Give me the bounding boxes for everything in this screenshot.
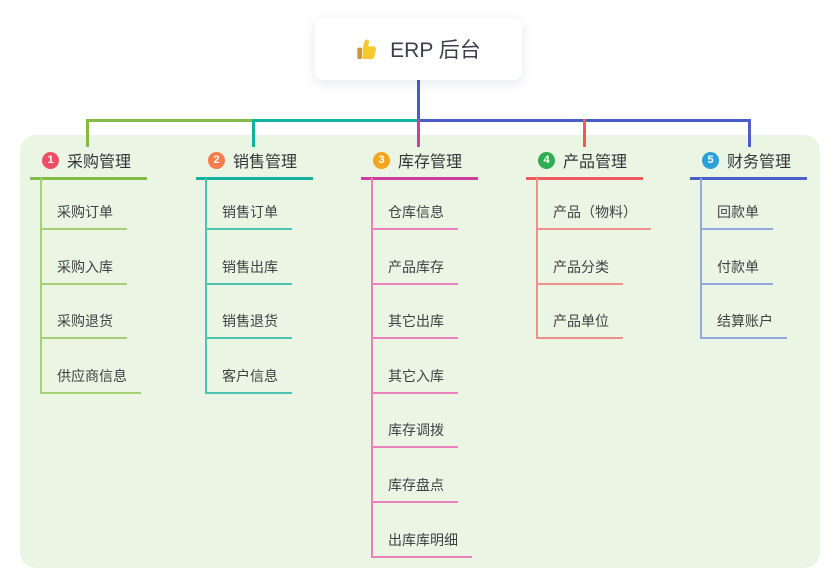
- drop-line-branch-2: [252, 119, 255, 147]
- bus-line-branch-2: [252, 119, 418, 122]
- bus-line-branch-1: [86, 119, 254, 122]
- leaf-node[interactable]: 产品分类: [536, 255, 623, 285]
- branch-node-product[interactable]: 4 产品管理: [526, 146, 643, 180]
- leaf-node[interactable]: 回款单: [700, 200, 773, 230]
- drop-line-branch-3: [417, 119, 420, 147]
- drop-line-branch-5: [748, 119, 751, 147]
- leaf-node[interactable]: 供应商信息: [40, 364, 141, 394]
- branch-node-purchase[interactable]: 1 采购管理: [30, 146, 147, 180]
- leaf-node[interactable]: 采购订单: [40, 200, 127, 230]
- thumbs-up-icon: [356, 37, 380, 61]
- branch-node-finance[interactable]: 5 财务管理: [690, 146, 807, 180]
- children-rail-sales: [205, 178, 207, 394]
- leaf-node[interactable]: 其它入库: [371, 364, 458, 394]
- leaf-node[interactable]: 结算账户: [700, 309, 787, 339]
- children-rail-inventory: [371, 178, 373, 558]
- leaf-node[interactable]: 出库库明细: [371, 528, 472, 558]
- leaf-node[interactable]: 付款单: [700, 255, 773, 285]
- branch-label: 采购管理: [67, 154, 132, 171]
- root-connector-line: [417, 80, 420, 121]
- leaf-node[interactable]: 销售退货: [205, 309, 292, 339]
- drop-line-branch-1: [86, 119, 89, 147]
- leaf-node[interactable]: 库存盘点: [371, 473, 458, 503]
- leaf-node[interactable]: 库存调拨: [371, 418, 458, 448]
- leaf-node[interactable]: 产品单位: [536, 309, 623, 339]
- branch-label: 产品管理: [563, 154, 628, 171]
- mindmap-background-panel: [20, 135, 820, 568]
- branch-badge-3: 3: [373, 151, 390, 169]
- branch-badge-5: 5: [702, 151, 719, 169]
- leaf-node[interactable]: 采购入库: [40, 255, 127, 285]
- children-rail-purchase: [40, 178, 42, 394]
- children-rail-product: [536, 178, 538, 339]
- leaf-node[interactable]: 销售订单: [205, 200, 292, 230]
- branch-badge-2: 2: [208, 151, 225, 169]
- branch-label: 销售管理: [233, 154, 298, 171]
- leaf-node[interactable]: 产品（物料）: [536, 200, 651, 230]
- branch-badge-1: 1: [42, 151, 59, 169]
- branch-label: 财务管理: [727, 154, 792, 171]
- branch-node-sales[interactable]: 2 销售管理: [196, 146, 313, 180]
- leaf-node[interactable]: 其它出库: [371, 309, 458, 339]
- branch-node-inventory[interactable]: 3 库存管理: [361, 146, 478, 180]
- branch-badge-4: 4: [538, 151, 555, 169]
- root-node-label: ERP 后台: [390, 39, 481, 62]
- leaf-node[interactable]: 仓库信息: [371, 200, 458, 230]
- leaf-node[interactable]: 客户信息: [205, 364, 292, 394]
- children-rail-finance: [700, 178, 702, 339]
- leaf-node[interactable]: 产品库存: [371, 255, 458, 285]
- leaf-node[interactable]: 采购退货: [40, 309, 127, 339]
- root-node-erp-backend[interactable]: ERP 后台: [315, 18, 522, 80]
- leaf-node[interactable]: 销售出库: [205, 255, 292, 285]
- branch-label: 库存管理: [398, 154, 463, 171]
- drop-line-branch-4: [583, 119, 586, 147]
